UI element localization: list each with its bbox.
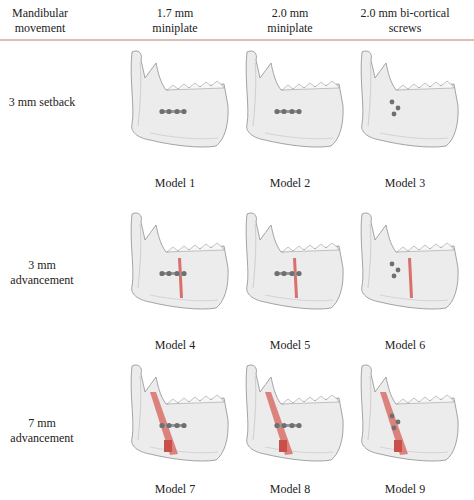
column-header: Mandibular movement xyxy=(2,6,78,36)
column-header: 2.0 mm bi-cortical screws xyxy=(350,6,460,36)
model-label: Model 3 xyxy=(365,176,445,191)
row-label: 3 mm advancement xyxy=(2,258,82,288)
model-label: Model 8 xyxy=(250,482,330,497)
column-header: 1.7 mm miniplate xyxy=(144,6,206,36)
model-label: Model 7 xyxy=(135,482,215,497)
row-label: 3 mm setback xyxy=(7,95,77,110)
model-label: Model 1 xyxy=(135,176,215,191)
row-label: 7 mm advancement xyxy=(2,416,82,446)
model-label: Model 9 xyxy=(365,482,445,497)
model-label: Model 6 xyxy=(365,338,445,353)
model-label: Model 5 xyxy=(250,338,330,353)
model-label: Model 4 xyxy=(135,338,215,353)
column-header: 2.0 mm miniplate xyxy=(259,6,321,36)
model-label: Model 2 xyxy=(250,176,330,191)
